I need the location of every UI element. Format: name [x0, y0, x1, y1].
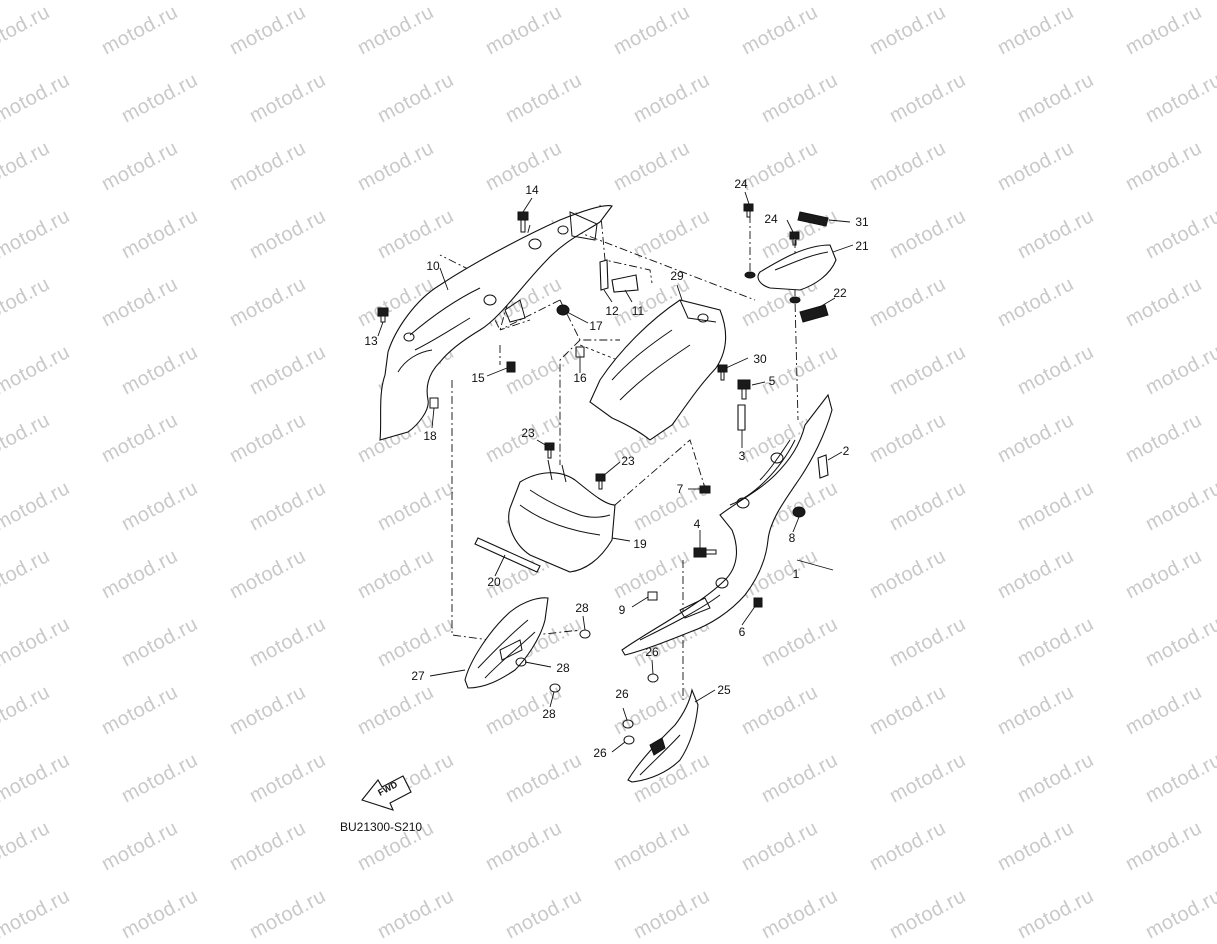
- washer-26a-icon: [647, 673, 659, 683]
- bolt-4-icon: [693, 547, 717, 558]
- leader-lines: [377, 191, 854, 753]
- callout-28a: 28: [575, 601, 589, 615]
- callout-13: 13: [364, 334, 378, 348]
- callout-20: 20: [487, 575, 501, 589]
- callout-8: 8: [789, 531, 796, 545]
- callout-1: 1: [793, 567, 800, 581]
- callout-10: 10: [426, 259, 440, 273]
- callout-12: 12: [605, 304, 619, 318]
- callout-11: 11: [632, 304, 645, 318]
- bolt-24b-icon: [789, 231, 800, 246]
- bolt-30-icon: [717, 364, 728, 381]
- part-20-strip: [474, 537, 541, 573]
- callout-15: 15: [471, 371, 485, 385]
- callout-31: 31: [855, 215, 869, 229]
- part-22-pad: [799, 304, 829, 323]
- part-12-bracket: [599, 259, 609, 291]
- bolt-13-icon: [377, 307, 389, 323]
- callout-3: 3: [739, 449, 746, 463]
- callout-23a: 23: [521, 426, 535, 440]
- callout-30: 30: [753, 352, 767, 366]
- callout-18: 18: [423, 429, 437, 443]
- part-11-damper: [611, 274, 639, 293]
- part-27-bracket-cover: [464, 597, 549, 689]
- callout-5: 5: [769, 374, 776, 388]
- washer-26c-icon: [623, 735, 635, 745]
- callout-28c: 28: [542, 707, 556, 721]
- exploded-parts-diagram: FWD 123456789101112131415161718192021222…: [361, 177, 869, 811]
- callout-27: 27: [411, 669, 425, 683]
- washer-26b-icon: [622, 719, 634, 729]
- clip-16-icon: [575, 346, 585, 358]
- callout-23b: 23: [621, 454, 635, 468]
- callout-4: 4: [694, 517, 701, 531]
- bolt-23a-icon: [544, 442, 555, 459]
- callout-28b: 28: [556, 661, 570, 675]
- callout-14: 14: [525, 183, 539, 197]
- callout-7: 7: [677, 482, 684, 496]
- callout-6: 6: [739, 625, 746, 639]
- callout-24a: 24: [734, 177, 748, 191]
- part-10-side-cover: [379, 205, 613, 441]
- callout-26a: 26: [645, 645, 659, 659]
- part-25-bracket-cover: [627, 688, 699, 783]
- callout-29: 29: [670, 269, 684, 283]
- callout-26c: 26: [593, 746, 607, 760]
- part-29-inner-panel: [589, 299, 727, 441]
- callout-21: 21: [855, 239, 869, 253]
- fasteners: [377, 203, 806, 745]
- part-1-side-cover: [621, 393, 833, 656]
- part-19-lower-cover: [508, 459, 616, 573]
- callout-16: 16: [573, 371, 587, 385]
- part-3-bracket: [737, 404, 746, 431]
- bolt-14-icon: [517, 211, 529, 233]
- clip-18-icon: [429, 397, 439, 409]
- callout-25: 25: [717, 683, 731, 697]
- washer-28c-icon: [549, 683, 561, 693]
- callout-19: 19: [633, 537, 647, 551]
- part-21-cover: [744, 244, 837, 304]
- clip-9-icon: [647, 591, 658, 601]
- nut-7-icon: [699, 485, 711, 494]
- callout-22: 22: [833, 286, 847, 300]
- nut-8-icon: [792, 506, 806, 518]
- callout-2: 2: [843, 444, 850, 458]
- part-31-label: [797, 211, 829, 227]
- part-2-bracket: [817, 454, 829, 479]
- nut-17-icon: [556, 304, 570, 316]
- diagram-code: BU21300-S210: [340, 820, 423, 834]
- bolt-24a-icon: [743, 203, 754, 218]
- fwd-arrow-icon: FWD: [361, 775, 412, 811]
- callout-24b: 24: [764, 212, 778, 226]
- callout-17: 17: [589, 319, 603, 333]
- clip-15-icon: [506, 361, 516, 373]
- washer-28a-icon: [579, 629, 591, 639]
- callout-9: 9: [619, 603, 626, 617]
- bolt-23b-icon: [595, 473, 606, 490]
- bolt-5-icon: [737, 379, 751, 400]
- clip-6-icon: [753, 597, 763, 608]
- callout-26b: 26: [615, 687, 629, 701]
